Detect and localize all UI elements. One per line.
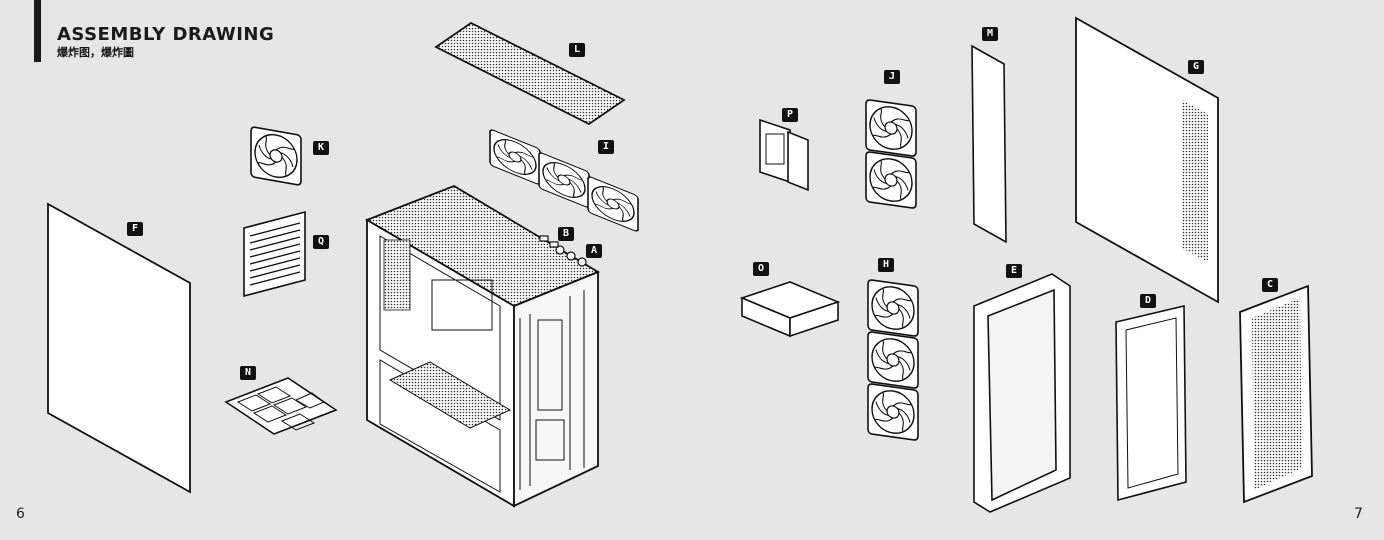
part-i-top-fans [490,129,638,232]
label-part-c: C [1262,278,1278,292]
label-part-i: I [598,140,614,154]
part-e-front-frame [974,274,1070,512]
part-k-fan [251,127,301,186]
part-n-bottom-filter [226,378,336,434]
label-part-e: E [1006,264,1022,278]
part-l-top-filter [436,23,624,124]
part-o-drive-cage [742,282,838,336]
label-part-o: O [753,262,769,276]
part-d-front-glass [1116,306,1186,500]
page-number-left: 6 [16,506,25,522]
label-part-b: B [558,227,574,241]
label-part-f: F [127,222,143,236]
label-part-q: Q [313,235,329,249]
label-part-h: H [878,258,894,272]
part-q-pcie-bracket [244,212,305,296]
part-j-dual-fans [866,99,916,208]
label-part-k: K [313,141,329,155]
part-m-filter-strip [972,46,1006,242]
label-part-m: M [982,27,998,41]
part-f-side-panel [48,204,190,492]
page-number-right: 7 [1354,506,1363,522]
label-part-g: G [1188,60,1204,74]
label-part-a: A [586,244,602,258]
label-part-d: D [1140,294,1156,308]
part-h-front-fans [868,279,918,440]
part-c-front-mesh [1240,286,1312,502]
label-part-j: J [884,70,900,84]
part-p-bracket [760,120,808,190]
label-part-n: N [240,366,256,380]
label-part-l: L [569,43,585,57]
label-part-p: P [782,108,798,122]
